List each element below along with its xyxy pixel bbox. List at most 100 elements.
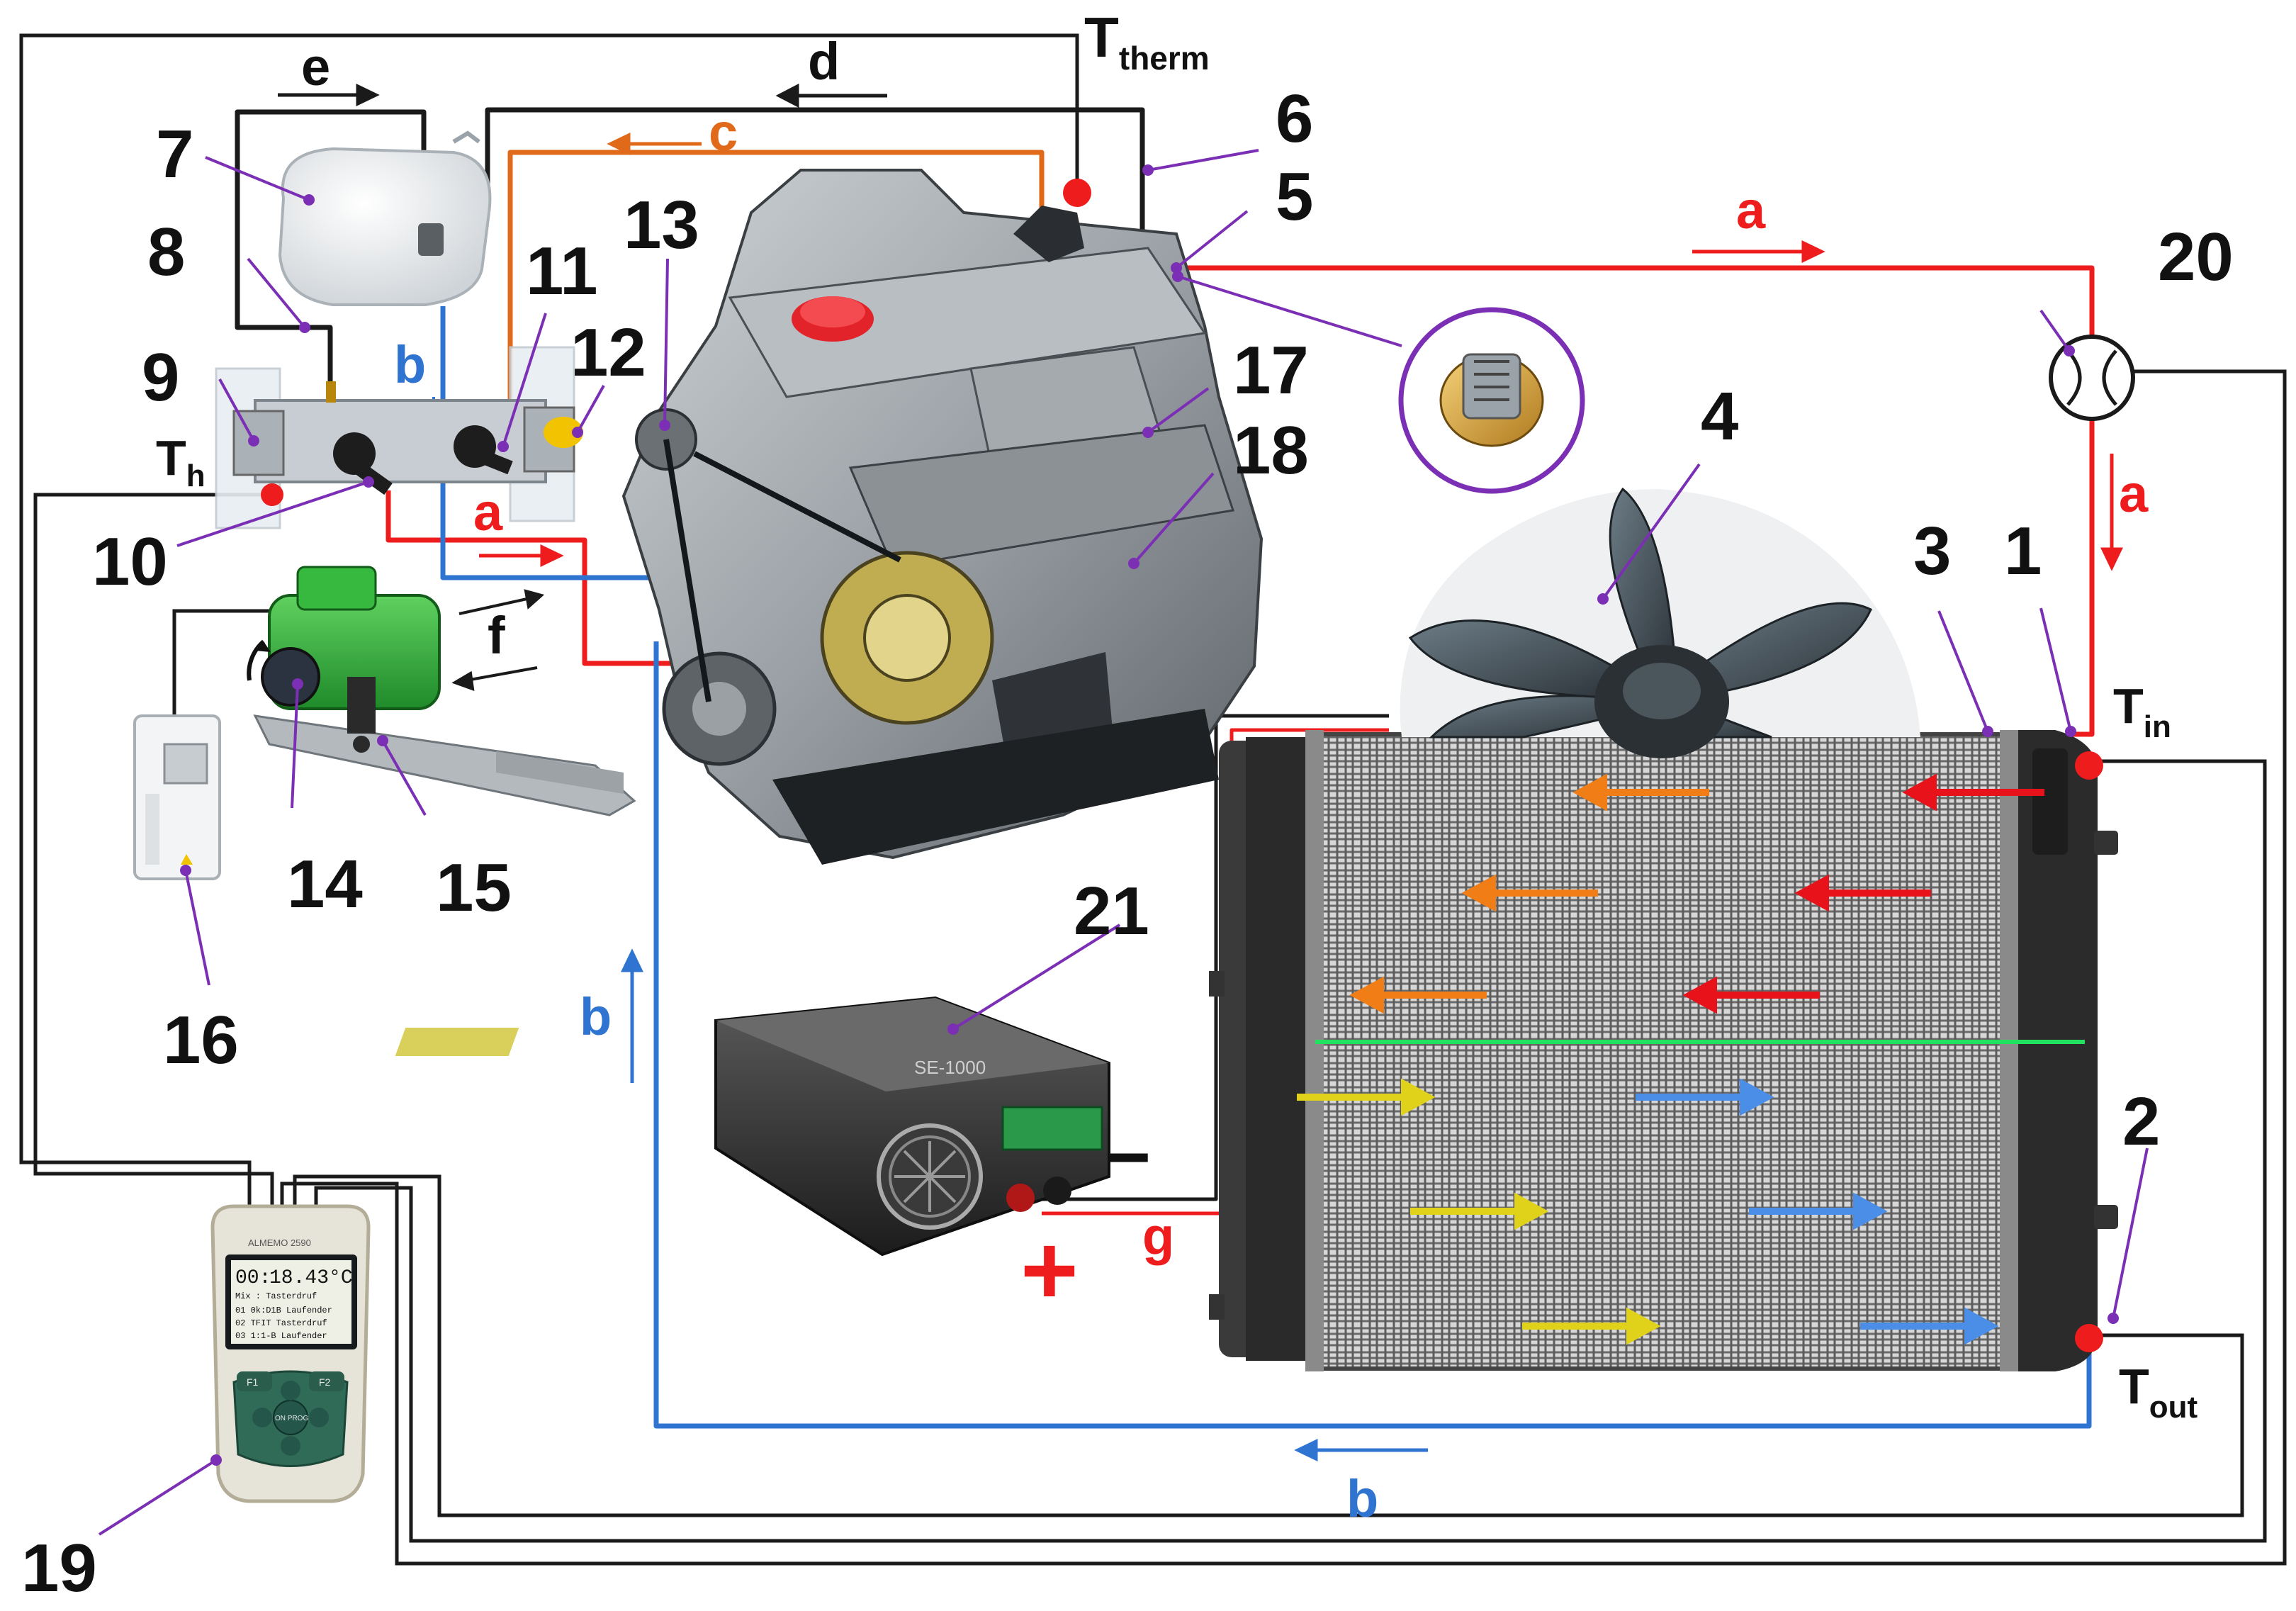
hose-a-heater [386,490,682,666]
label-11: 11 [526,233,597,309]
radiator-flow-arrows [1297,773,2044,1345]
sensor-wires [19,33,2287,1566]
wire-flowmeter [280,369,2287,1566]
hose-c [507,150,1045,462]
polarity-minus: − [1105,1113,1151,1201]
electric-motor-icon [247,566,636,816]
wire-tin [314,759,2267,1543]
component-numbers: 1 2 3 4 5 6 7 8 9 10 11 12 13 14 15 16 1… [21,81,2234,1606]
hose-b-main [653,641,2092,1429]
psu-plate: SE-1000 [914,1057,986,1078]
label-21: 21 [1074,873,1149,949]
flow-meter-icon [2049,335,2135,421]
wire-ttherm [19,33,1079,1208]
data-logger-icon: 00: 18.43°C Mix : Tasterdruf 01 0k:D1B L… [210,1204,371,1503]
flow-d: d [808,32,840,91]
wire-tout [293,1174,2244,1517]
logger-key-left[interactable] [252,1408,272,1427]
flow-b-tank: b [394,335,426,394]
flow-b-bottom: b [1346,1469,1378,1528]
frequency-inverter-icon [133,714,221,880]
arrow-b-bottom [1294,1439,1428,1461]
flow-a-heater: a [473,483,503,541]
flow-e: e [301,38,330,96]
temperature-labels: Ttherm Th Tin Tout [156,6,2198,1425]
label-ttherm: Ttherm [1084,6,1210,77]
hose-a-down [2068,415,2095,737]
label-12: 12 [570,315,646,391]
label-18: 18 [1233,412,1309,488]
label-2: 2 [2122,1084,2160,1160]
hoses [235,107,2095,1429]
label-17: 17 [1233,332,1309,408]
arrow-c [607,133,702,155]
logger-row3: 02 TFIT Tasterdruf [235,1318,327,1328]
arrow-d [775,83,887,108]
wire-inverter [172,609,283,716]
logger-row4: 03 1:1-B Laufender [235,1331,327,1341]
logger-row2: 01 0k:D1B Laufender [235,1306,332,1315]
logger-key-f2-label: F2 [319,1376,331,1388]
leader-lines [98,149,2149,1536]
hose-d [485,107,1145,240]
hose-a-top [1169,265,2095,339]
radiator-icon [1209,730,2118,1371]
logger-key-f1[interactable] [237,1371,272,1391]
wire-th [33,493,274,1208]
arrow-f-top [458,589,545,615]
arrow-a-right [2100,454,2123,571]
logger-key-f2[interactable] [309,1371,344,1391]
flow-a-top: a [1736,181,1766,240]
wire-g-minus [1020,714,1389,1201]
label-20: 20 [2158,219,2234,295]
label-4: 4 [1701,378,1738,454]
flow-b-vertical: b [580,987,612,1046]
label-tin: Tin [2113,678,2171,744]
heater-block-icon [215,346,583,529]
engine-icon [621,169,1264,865]
logger-key-right[interactable] [309,1408,329,1427]
label-13: 13 [624,187,699,263]
flow-g: g [1142,1207,1174,1266]
label-7: 7 [156,116,193,192]
arrow-e [278,84,380,106]
ttherm-sensor-dot [1063,179,1091,207]
power-supply-icon: SE-1000 [395,996,1110,1257]
flow-c: c [709,103,738,162]
arrow-f-bottom [451,666,538,691]
label-8: 8 [147,214,185,290]
label-15: 15 [436,850,512,926]
flow-f: f [488,606,505,665]
label-16: 16 [163,1002,239,1078]
logger-brand: ALMEMO 2590 [248,1237,311,1248]
label-1: 1 [2004,513,2042,589]
label-6: 6 [1276,81,1313,157]
expansion-tank-icon [278,130,492,306]
th-sensor-dot [261,483,283,506]
logger-key-f1-label: F1 [247,1376,259,1388]
arrow-b-vertical [621,948,643,1083]
logger-row1: Mix : Tasterdruf [235,1291,317,1301]
label-tout: Tout [2119,1359,2198,1425]
polarity-plus: + [1020,1214,1079,1325]
logger-reading: 18.43°C [269,1267,353,1289]
flow-a-right: a [2119,464,2149,523]
label-19: 19 [21,1530,97,1606]
logger-key-center-label: ON PROG [275,1415,308,1422]
label-14: 14 [287,846,363,922]
arrow-a-top [1692,240,1825,263]
fan-icon [1400,487,1920,758]
label-10: 10 [92,524,168,600]
label-5: 5 [1276,159,1313,235]
logger-key-up[interactable] [281,1381,300,1400]
logger-line1: 00: [235,1267,271,1289]
label-9: 9 [142,339,179,415]
thermostat-icon [1398,307,1585,494]
hose-b-tank [440,306,655,580]
hose-e [235,109,427,384]
logger-key-down[interactable] [281,1436,300,1456]
arrow-a-heater [479,544,564,567]
label-3: 3 [1913,513,1951,589]
tout-sensor-dot [2075,1324,2103,1352]
